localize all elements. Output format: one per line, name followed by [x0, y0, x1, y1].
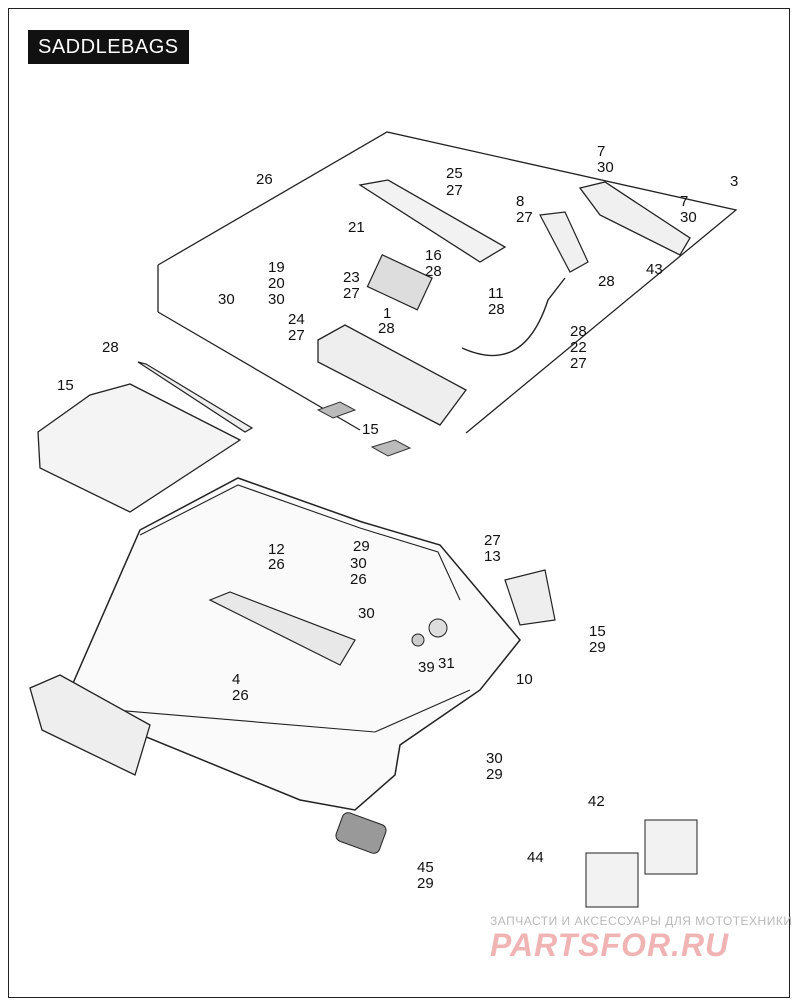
callout-13: 13 — [484, 548, 501, 565]
callout-45: 45 — [417, 859, 434, 876]
callout-8: 8 — [516, 193, 524, 210]
callout-24: 24 — [288, 311, 305, 328]
hardware-group-outline — [157, 131, 738, 434]
decal-box-44 — [644, 819, 698, 875]
side-bracket — [504, 569, 556, 626]
washer-small — [411, 633, 425, 647]
callout-28: 28 — [102, 339, 119, 356]
pad-2 — [370, 439, 412, 457]
callout-30: 30 — [486, 750, 503, 767]
callout-3: 3 — [730, 173, 738, 190]
callout-30: 30 — [597, 159, 614, 176]
callout-26: 26 — [268, 556, 285, 573]
callout-30: 30 — [680, 209, 697, 226]
callout-30: 30 — [268, 291, 285, 308]
callout-42: 42 — [588, 793, 605, 810]
callout-28: 28 — [425, 263, 442, 280]
release-cable — [461, 277, 566, 357]
callout-27: 27 — [343, 285, 360, 302]
callout-15: 15 — [57, 377, 74, 394]
callout-26: 26 — [350, 571, 367, 588]
callout-30: 30 — [218, 291, 235, 308]
decal-box-45 — [585, 852, 639, 908]
callout-28: 28 — [598, 273, 615, 290]
callout-12: 12 — [268, 541, 285, 558]
callout-43: 43 — [646, 261, 663, 278]
callout-15: 15 — [589, 623, 606, 640]
callout-19: 19 — [268, 259, 285, 276]
watermark-logo: PARTSFOR.RU — [490, 927, 730, 963]
callout-7: 7 — [597, 143, 605, 160]
callout-28: 28 — [488, 301, 505, 318]
callout-39: 39 — [418, 659, 435, 676]
callout-30: 30 — [350, 555, 367, 572]
callout-4: 4 — [232, 671, 240, 688]
callout-29: 29 — [589, 639, 606, 656]
tray — [317, 324, 467, 426]
callout-1: 1 — [383, 305, 391, 322]
strap — [137, 361, 254, 433]
callout-27: 27 — [484, 532, 501, 549]
callout-22: 22 — [570, 339, 587, 356]
callout-31: 31 — [438, 655, 455, 672]
callout-27: 27 — [288, 327, 305, 344]
strap-flap — [37, 383, 242, 513]
callout-10: 10 — [516, 671, 533, 688]
callout-28: 28 — [378, 320, 395, 337]
callout-16: 16 — [425, 247, 442, 264]
pad-1 — [316, 401, 357, 419]
callout-7: 7 — [680, 193, 688, 210]
diagram-frame — [8, 8, 790, 998]
callout-29: 29 — [353, 538, 370, 555]
callout-30: 30 — [358, 605, 375, 622]
page-title: SADDLEBAGS — [28, 30, 189, 64]
callout-44: 44 — [527, 849, 544, 866]
washer — [428, 618, 448, 638]
callout-15: 15 — [362, 421, 379, 438]
watermark-subtitle: ЗАПЧАСТИ И АКСЕССУАРЫ ДЛЯ МОТОТЕХНИКИ — [490, 914, 793, 928]
callout-23: 23 — [343, 269, 360, 286]
callout-20: 20 — [268, 275, 285, 292]
latch-bracket — [539, 211, 589, 273]
lock-assembly — [366, 254, 433, 311]
callout-21: 21 — [348, 219, 365, 236]
hinge-strip — [208, 591, 356, 666]
callout-11: 11 — [488, 285, 504, 302]
callout-28: 28 — [570, 323, 587, 340]
lid-plate — [358, 179, 507, 263]
mounting-rail — [29, 674, 151, 776]
callout-29: 29 — [417, 875, 434, 892]
callout-27: 27 — [570, 355, 587, 372]
callout-27: 27 — [446, 182, 463, 199]
callout-27: 27 — [516, 209, 533, 226]
callout-26: 26 — [256, 171, 273, 188]
callout-25: 25 — [446, 165, 463, 182]
bumper — [335, 812, 387, 854]
callout-29: 29 — [486, 766, 503, 783]
callout-26: 26 — [232, 687, 249, 704]
hinge-bracket — [578, 181, 691, 256]
